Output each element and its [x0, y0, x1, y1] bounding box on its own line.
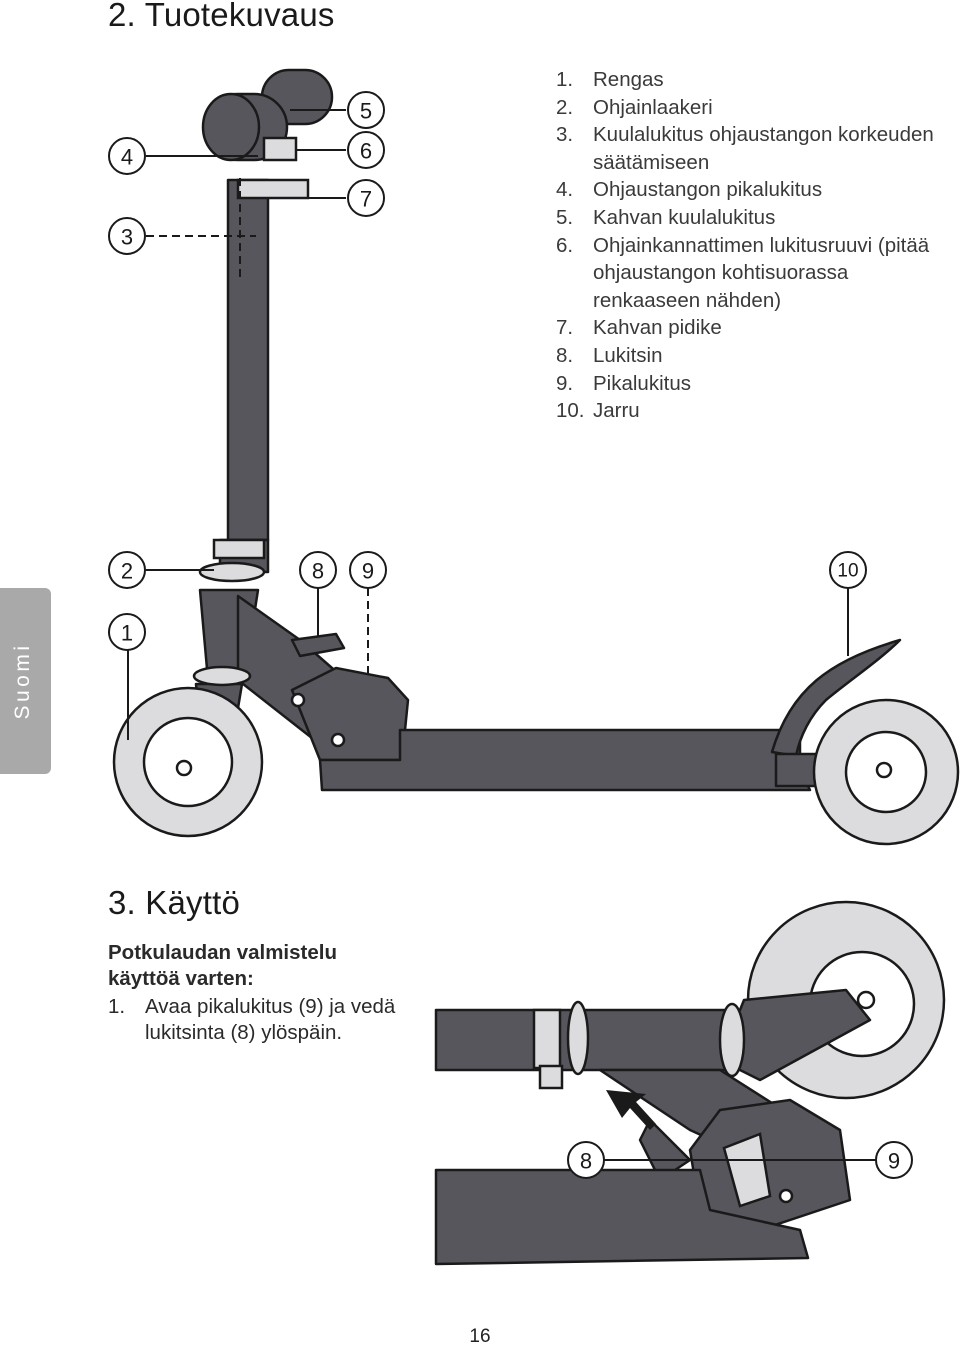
detail-clamp [532, 1008, 562, 1070]
callout-8: 8 [299, 551, 337, 589]
detail-quick-release [722, 1132, 772, 1208]
lock-lever [290, 632, 346, 658]
callout-6: 6 [347, 131, 385, 169]
detail-bolt-head [538, 1064, 564, 1090]
svg-text:5: 5 [360, 99, 372, 124]
height-clamp [212, 538, 266, 560]
callout-1: 1 [108, 613, 146, 651]
svg-text:2: 2 [121, 559, 133, 584]
grip-end [201, 92, 261, 162]
detail-ring-left [566, 1000, 590, 1076]
detail-lock-bolt [778, 1188, 794, 1204]
part-item: 7.Kahvan pidike [556, 316, 722, 340]
part-item: 9.Pikalukitus [556, 371, 691, 395]
detail-illustration [434, 900, 946, 1266]
callout-9: 9 [349, 551, 387, 589]
svg-text:7: 7 [360, 187, 372, 212]
rear-axle-bolt [875, 761, 893, 779]
svg-text:8: 8 [312, 559, 324, 584]
callout-4: 4 [108, 137, 146, 175]
part-item: 2.Ohjainlaakeri [556, 95, 713, 119]
detail-axle-nut [856, 990, 876, 1010]
callout-3: 3 [108, 217, 146, 255]
svg-text:9: 9 [888, 1149, 900, 1174]
section-title-description: 2. Tuotekuvaus [108, 0, 335, 33]
callout-10: 10 [829, 551, 867, 589]
usage-step: 1.Avaa pikalukitus (9) ja vedä lukitsint… [108, 995, 396, 1044]
svg-text:3: 3 [121, 225, 133, 250]
callout-7: 7 [347, 179, 385, 217]
detail-deck [434, 1168, 810, 1266]
section-title-usage: 3. Käyttö [108, 884, 241, 921]
bearing-ring [198, 561, 266, 583]
callout-5: 5 [347, 91, 385, 129]
handle-holder [236, 178, 310, 200]
page-number: 16 [469, 1326, 491, 1347]
fork-ring [192, 665, 252, 687]
part-item: 3.Kuulalukitus ohjaustangon korkeuden sä… [556, 123, 934, 174]
deck [318, 728, 812, 792]
svg-text:4: 4 [121, 145, 133, 170]
svg-text:8: 8 [580, 1149, 592, 1174]
part-item: 4.Ohjaustangon pikalukitus [556, 178, 823, 202]
usage-subtitle: Potkulaudan valmistelu käyttöä varten: [108, 941, 337, 990]
handle-clamp [262, 136, 298, 162]
brake [770, 638, 902, 758]
detail-ring-right [718, 1002, 746, 1078]
svg-text:9: 9 [362, 559, 374, 584]
front-axle-bolt [175, 759, 193, 777]
part-item: 6.Ohjainkannattimen lukitusruuvi (pitää … [556, 233, 930, 312]
detail-callout-8: 8 [567, 1141, 605, 1179]
part-item: 5.Kahvan kuulalukitus [556, 205, 776, 229]
steering-tube [226, 178, 270, 542]
part-item: 1.Rengas [556, 68, 664, 91]
svg-text:10: 10 [837, 561, 858, 582]
part-item: 8.Lukitsin [556, 343, 663, 367]
svg-text:1: 1 [121, 621, 133, 646]
lock-housing [290, 666, 410, 762]
parts-list: 1.Rengas 2.Ohjainlaakeri 3.Kuulalukitus … [556, 66, 956, 425]
language-tab: Suomi [0, 588, 51, 774]
frame-bolt [330, 732, 346, 748]
part-item: 10.Jarru [556, 399, 640, 423]
usage-steps: 1.Avaa pikalukitus (9) ja vedä lukitsint… [108, 994, 438, 1046]
detail-callout-9: 9 [875, 1141, 913, 1179]
lock-bolt [290, 692, 306, 708]
up-arrow-icon [606, 1090, 656, 1130]
svg-text:6: 6 [360, 139, 372, 164]
callout-2: 2 [108, 551, 146, 589]
